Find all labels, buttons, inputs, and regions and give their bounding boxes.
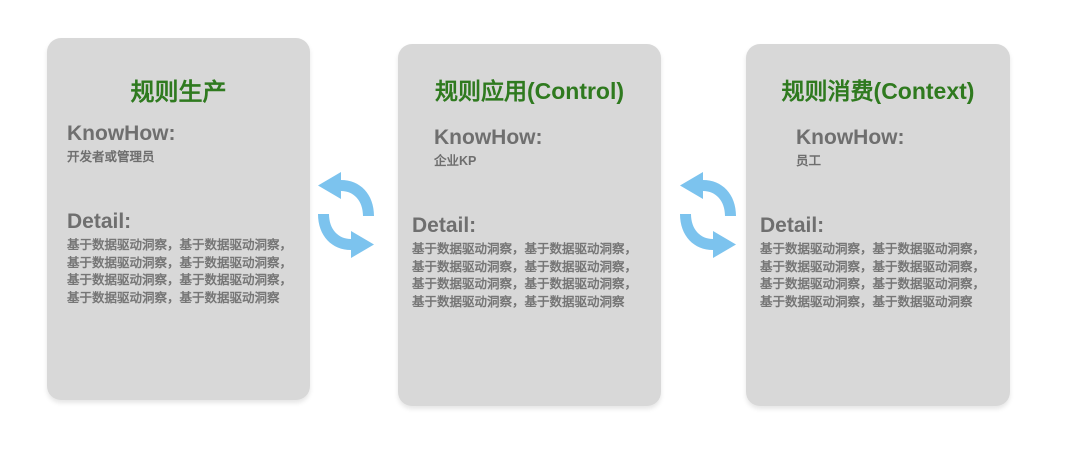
detail-line: 基于数据驱动洞察，基于数据驱动洞察 [760, 294, 973, 309]
knowhow-section: KnowHow: 开发者或管理员 [67, 122, 175, 166]
detail-text: 基于数据驱动洞察，基于数据驱动洞察， 基于数据驱动洞察，基于数据驱动洞察， 基于… [67, 237, 292, 307]
card-title: 规则消费(Context) [781, 78, 975, 104]
knowhow-label: KnowHow: [796, 126, 905, 149]
knowhow-section: KnowHow: 员工 [796, 126, 904, 170]
card-rule-consumption[interactable]: 规则消费(Context) KnowHow: 员工 Detail: 基于数据驱动… [746, 44, 1010, 406]
detail-text: 基于数据驱动洞察，基于数据驱动洞察， 基于数据驱动洞察，基于数据驱动洞察， 基于… [760, 241, 985, 311]
detail-section: Detail: 基于数据驱动洞察，基于数据驱动洞察， 基于数据驱动洞察，基于数据… [67, 210, 292, 307]
detail-line: 基于数据驱动洞察，基于数据驱动洞察， [760, 242, 986, 257]
detail-line: 基于数据驱动洞察，基于数据驱动洞察， [67, 238, 293, 253]
detail-line: 基于数据驱动洞察，基于数据驱动洞察， [412, 259, 638, 274]
detail-line: 基于数据驱动洞察，基于数据驱动洞察， [412, 277, 638, 292]
card-title: 规则应用(Control) [434, 78, 625, 104]
detail-line: 基于数据驱动洞察，基于数据驱动洞察 [67, 290, 280, 305]
detail-section: Detail: 基于数据驱动洞察，基于数据驱动洞察， 基于数据驱动洞察，基于数据… [760, 214, 985, 311]
detail-line: 基于数据驱动洞察，基于数据驱动洞察， [67, 273, 293, 288]
bidirectional-cycle-arrows-icon [680, 172, 736, 258]
knowhow-label: KnowHow: [67, 122, 176, 145]
knowhow-value: 开发者或管理员 [67, 150, 155, 165]
detail-label: Detail: [760, 214, 825, 237]
connector-arrows-2 [676, 172, 740, 258]
detail-text: 基于数据驱动洞察，基于数据驱动洞察， 基于数据驱动洞察，基于数据驱动洞察， 基于… [412, 241, 637, 311]
knowhow-label: KnowHow: [434, 126, 543, 149]
card-rule-production[interactable]: 规则生产 KnowHow: 开发者或管理员 Detail: 基于数据驱动洞察，基… [47, 38, 310, 400]
bidirectional-cycle-arrows-icon [318, 172, 374, 258]
detail-line: 基于数据驱动洞察，基于数据驱动洞察， [412, 242, 638, 257]
card-rule-application[interactable]: 规则应用(Control) KnowHow: 企业KP Detail: 基于数据… [398, 44, 661, 406]
detail-section: Detail: 基于数据驱动洞察，基于数据驱动洞察， 基于数据驱动洞察，基于数据… [412, 214, 637, 311]
detail-line: 基于数据驱动洞察，基于数据驱动洞察 [412, 294, 625, 309]
connector-arrows-1 [314, 172, 378, 258]
knowhow-value: 员工 [796, 154, 822, 169]
detail-line: 基于数据驱动洞察，基于数据驱动洞察， [760, 277, 986, 292]
detail-label: Detail: [67, 210, 132, 233]
detail-line: 基于数据驱动洞察，基于数据驱动洞察， [760, 259, 986, 274]
card-title: 规则生产 [130, 79, 227, 106]
knowhow-section: KnowHow: 企业KP [434, 126, 542, 170]
detail-label: Detail: [412, 214, 477, 237]
knowhow-value: 企业KP [434, 154, 477, 169]
detail-line: 基于数据驱动洞察，基于数据驱动洞察， [67, 255, 293, 270]
